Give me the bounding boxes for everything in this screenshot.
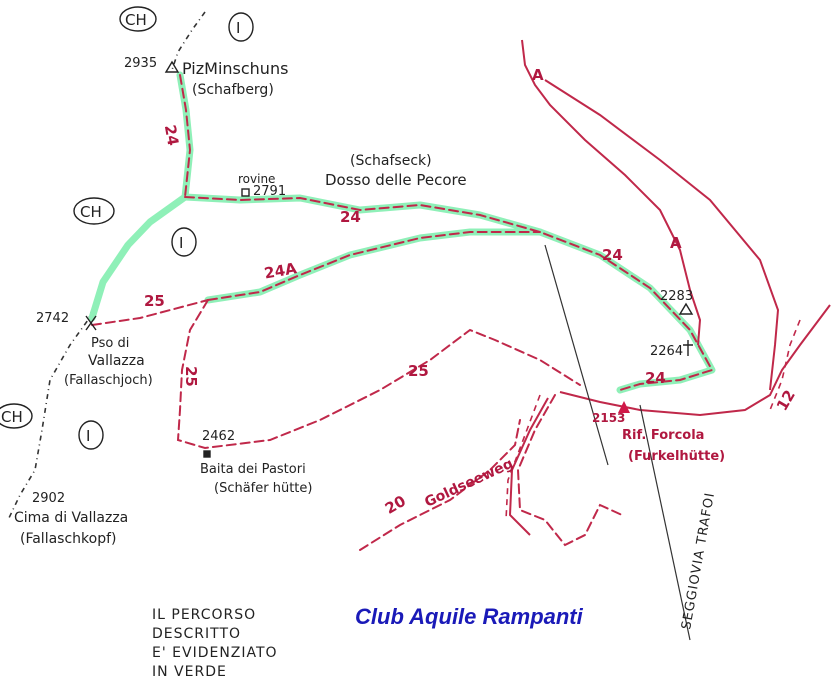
- club-credit: Club Aquile Rampanti: [355, 604, 583, 629]
- place-labels: 2935 PizMinschuns (Schafberg) rovine 279…: [14, 56, 725, 547]
- note-line-3: E' EVIDENZIATO: [152, 645, 278, 661]
- chairlift-line-2: [639, 404, 691, 641]
- refuge-icon: [618, 401, 630, 413]
- rifugio-elevation: 2153: [592, 411, 625, 425]
- trails: [91, 74, 714, 551]
- trail-25-label-down: 25: [182, 366, 200, 387]
- cima-elevation: 2902: [32, 491, 65, 506]
- trail-24a-label: 24A: [263, 259, 299, 282]
- road-a-east: [544, 79, 780, 391]
- baita-elevation: 2462: [202, 429, 235, 444]
- trail-20: [359, 419, 521, 551]
- passo-elevation: 2742: [36, 311, 69, 326]
- baita-name: Baita dei Pastori: [200, 462, 306, 477]
- chairlift: [544, 244, 691, 641]
- trail-24-north: [179, 74, 192, 198]
- peak-triangle-icon: [164, 60, 180, 73]
- road-a-west: [521, 39, 702, 346]
- country-it-north: I: [236, 19, 240, 37]
- country-ch-mid: CH: [80, 203, 102, 221]
- peak-markers: [85, 60, 694, 458]
- rovine-elevation: 2791: [253, 184, 286, 199]
- trail-25-upper: [91, 299, 209, 326]
- road-main: [559, 304, 831, 417]
- country-labels: CH I CH I CH I: [0, 6, 254, 450]
- country-ch-south: CH: [1, 408, 23, 426]
- note-line-2: DESCRITTO: [152, 626, 242, 642]
- route-note: IL PERCORSO DESCRITTO E' EVIDENZIATO IN …: [152, 606, 278, 682]
- chairlift-label: SEGGIOVIA TRAFOI: [679, 491, 718, 631]
- p2264-elevation: 2264: [650, 344, 683, 359]
- p2283-elevation: 2283: [660, 289, 693, 304]
- trail-25-down: [176, 299, 581, 450]
- note-line-4: IN VERDE: [152, 664, 227, 680]
- rifugio-name: Rif. Forcola: [622, 428, 704, 443]
- rovine-label: rovine: [238, 172, 275, 186]
- road-a-label-north: A: [532, 66, 544, 84]
- road-a-label-south: A: [670, 234, 682, 252]
- trail-24-ridge: [184, 196, 714, 391]
- trail-24-label-ridge: 24: [340, 208, 361, 226]
- rifugio-alt-name: (Furkelhütte): [628, 449, 725, 464]
- passo-name1: Pso di: [91, 336, 129, 351]
- road-12-label: 12: [773, 387, 799, 414]
- passo-name2: Vallazza: [88, 353, 145, 369]
- cima-alt-name: (Fallaschkopf): [20, 531, 116, 547]
- piz-elevation: 2935: [124, 56, 157, 71]
- baita-alt-name: (Schäfer hütte): [214, 481, 312, 496]
- ruins-icon: [241, 188, 250, 197]
- trail-20-label: 20: [382, 492, 409, 518]
- trail-25-label-mid: 25: [408, 362, 429, 380]
- trail-24-label-east: 24: [602, 246, 623, 264]
- dosso-alt-name: (Schafseck): [350, 153, 432, 169]
- piz-name: PizMinschuns: [182, 59, 288, 78]
- peak-2283-triangle-icon: [678, 302, 694, 315]
- goldseeweg-label: Goldseeweg: [422, 456, 515, 511]
- cross-icon: [683, 340, 693, 356]
- dosso-name: Dosso delle Pecore: [325, 171, 467, 189]
- border-north: [171, 11, 206, 71]
- piz-alt-name: (Schafberg): [192, 82, 274, 98]
- highlighted-route: [88, 71, 716, 394]
- country-it-south: I: [86, 427, 90, 445]
- trail-24-label-south: 24: [645, 369, 666, 387]
- cima-name: Cima di Vallazza: [14, 510, 128, 526]
- hut-icon: [203, 450, 211, 458]
- country-ch-north: CH: [125, 11, 147, 29]
- chairlift-line: [544, 244, 609, 466]
- pass-marker-icon: [85, 315, 97, 331]
- trail-24-label-north: 24: [161, 123, 182, 147]
- note-line-1: IL PERCORSO: [152, 607, 257, 623]
- passo-alt-name: (Fallaschjoch): [64, 373, 153, 388]
- trail-25-label-upper: 25: [144, 292, 165, 310]
- trail-24a: [207, 231, 541, 301]
- border-lines: [7, 11, 206, 521]
- country-it-mid: I: [179, 234, 183, 252]
- trail-road-loop: [516, 394, 623, 547]
